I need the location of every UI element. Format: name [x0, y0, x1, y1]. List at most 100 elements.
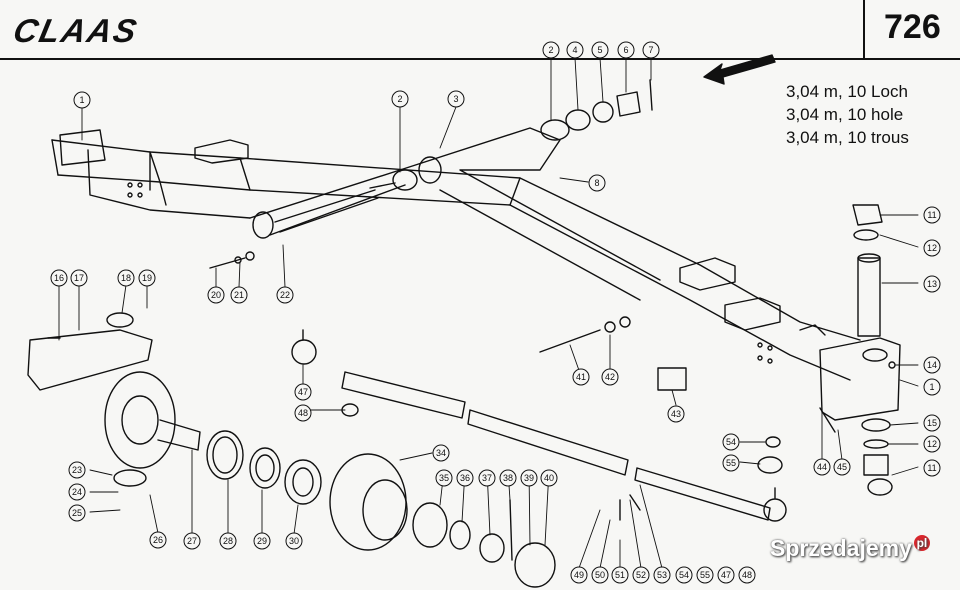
direction-arrow-icon: [703, 54, 776, 85]
svg-text:1: 1: [79, 95, 84, 105]
svg-text:4: 4: [572, 45, 577, 55]
callout-13: 13: [923, 275, 941, 293]
header-bar: CLAAS 726: [0, 0, 960, 60]
callout-34: 34: [432, 444, 450, 462]
svg-text:1: 1: [929, 382, 934, 392]
description-line-en: 3,04 m, 10 hole: [786, 105, 904, 124]
callout-30: 30: [285, 532, 303, 550]
axle-beam: [51, 129, 861, 381]
callout-14: 14: [923, 356, 941, 374]
svg-text:50: 50: [595, 570, 605, 580]
callout-54-right: 54: [722, 433, 740, 451]
leader-lines: [58, 57, 919, 569]
svg-text:55: 55: [700, 570, 710, 580]
svg-text:18: 18: [121, 273, 131, 283]
callout-50: 50: [591, 566, 609, 584]
callout-53: 53: [653, 566, 671, 584]
callout-51: 51: [611, 566, 629, 584]
svg-text:25: 25: [72, 508, 82, 518]
callout-20: 20: [207, 286, 225, 304]
description-line-de: 3,04 m, 10 Loch: [786, 82, 908, 101]
svg-text:39: 39: [524, 473, 534, 483]
callout-52: 52: [632, 566, 650, 584]
callout-11-top: 11: [923, 206, 941, 224]
svg-text:14: 14: [927, 360, 937, 370]
svg-text:22: 22: [280, 290, 290, 300]
callout-55-bottom: 55: [696, 566, 714, 584]
axle-description: 3,04 m, 10 Loch 3,04 m, 10 hole 3,04 m, …: [786, 80, 909, 149]
callout-49: 49: [570, 566, 588, 584]
callout-16: 16: [50, 269, 68, 287]
svg-text:41: 41: [576, 372, 586, 382]
callout-23: 23: [68, 461, 86, 479]
callout-27: 27: [183, 532, 201, 550]
callout-26: 26: [149, 531, 167, 549]
svg-text:8: 8: [594, 178, 599, 188]
svg-text:24: 24: [72, 487, 82, 497]
svg-text:45: 45: [837, 462, 847, 472]
watermark-text: Sprzedajemy: [770, 535, 912, 561]
callout-48-bottom: 48: [738, 566, 756, 584]
callout-6: 6: [617, 41, 635, 59]
svg-text:37: 37: [482, 473, 492, 483]
svg-text:19: 19: [142, 273, 152, 283]
left-steering-knuckle: [27, 312, 201, 487]
kingpin-stack: [852, 204, 893, 496]
svg-text:27: 27: [187, 536, 197, 546]
svg-text:34: 34: [436, 448, 446, 458]
svg-text:44: 44: [817, 462, 827, 472]
svg-text:12: 12: [927, 243, 937, 253]
callout-1-right: 1: [923, 378, 941, 396]
svg-text:11: 11: [927, 463, 936, 473]
callout-38: 38: [499, 469, 517, 487]
callout-12-bottom: 12: [923, 435, 941, 453]
svg-text:13: 13: [927, 279, 937, 289]
right-spindle-housing: [799, 324, 901, 421]
callout-47-left: 47: [294, 383, 312, 401]
callout-21: 21: [230, 286, 248, 304]
svg-text:29: 29: [257, 536, 267, 546]
callout-47-bottom: 47: [717, 566, 735, 584]
callout-3: 3: [447, 90, 465, 108]
svg-text:42: 42: [605, 372, 615, 382]
callout-24: 24: [68, 483, 86, 501]
callout-7: 7: [642, 41, 660, 59]
svg-text:20: 20: [211, 290, 221, 300]
description-line-fr: 3,04 m, 10 trous: [786, 128, 909, 147]
callout-17: 17: [70, 269, 88, 287]
svg-text:5: 5: [597, 45, 602, 55]
svg-text:17: 17: [74, 273, 84, 283]
svg-text:47: 47: [298, 387, 308, 397]
svg-text:6: 6: [623, 45, 628, 55]
page-number: 726: [884, 8, 941, 46]
svg-text:7: 7: [648, 45, 653, 55]
header-divider: [863, 0, 865, 58]
svg-text:43: 43: [671, 409, 681, 419]
callout-22: 22: [276, 286, 294, 304]
svg-text:12: 12: [927, 439, 937, 449]
svg-text:28: 28: [223, 536, 233, 546]
tie-rod-assembly: [291, 329, 787, 522]
callout-44: 44: [813, 458, 831, 476]
callout-4: 4: [566, 41, 584, 59]
svg-text:54: 54: [679, 570, 689, 580]
svg-text:40: 40: [544, 473, 554, 483]
svg-text:23: 23: [72, 465, 82, 475]
svg-text:47: 47: [721, 570, 731, 580]
callout-8: 8: [588, 174, 606, 192]
callout-15: 15: [923, 414, 941, 432]
fastener-parts: [209, 251, 896, 521]
callout-11-bottom: 11: [923, 459, 941, 477]
svg-text:51: 51: [615, 570, 625, 580]
svg-text:11: 11: [927, 210, 936, 220]
svg-text:2: 2: [397, 94, 402, 104]
svg-text:21: 21: [234, 290, 244, 300]
callout-2-center: 2: [391, 90, 409, 108]
callout-48-left: 48: [294, 404, 312, 422]
svg-text:35: 35: [439, 473, 449, 483]
callout-19: 19: [138, 269, 156, 287]
callout-39: 39: [520, 469, 538, 487]
